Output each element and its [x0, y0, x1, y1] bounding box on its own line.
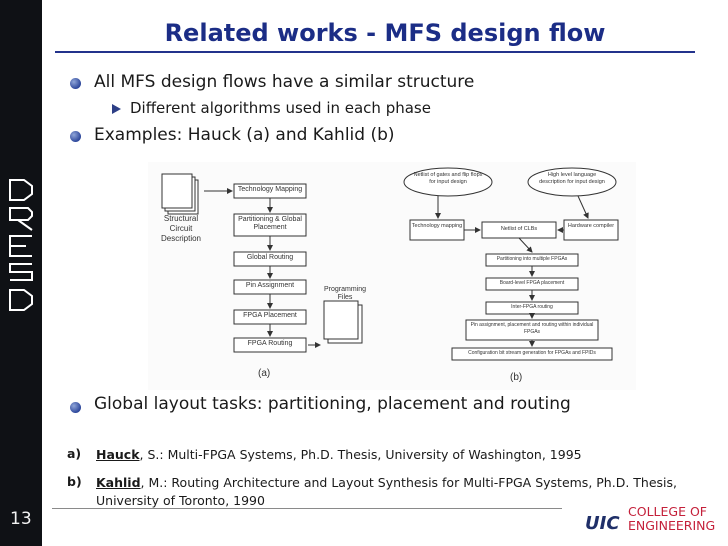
- fig-a-step-label: FPGA Routing: [247, 340, 293, 347]
- fig-a-input-label: Structural Circuit Description: [160, 214, 201, 243]
- bullet-icon: [70, 78, 81, 89]
- reference-item: Kahlid, M.: Routing Architecture and Lay…: [96, 474, 696, 510]
- fig-b-node-label: Technology mapping: [411, 223, 463, 229]
- fig-b-step-label: Pin assignment, placement and routing wi…: [470, 322, 594, 335]
- bullet-icon: [70, 131, 81, 142]
- fig-a-step-label: Technology Mapping: [237, 186, 303, 193]
- fig-b-step-label: Inter-FPGA routing: [511, 304, 553, 310]
- slide-title: Related works - MFS design flow: [164, 19, 606, 47]
- fig-a-step-label: Partitioning & Global Placement: [238, 216, 302, 231]
- uic-logo-text: COLLEGE OF ENGINEERING: [628, 505, 715, 533]
- title-divider: [55, 51, 695, 53]
- sidebar: 13: [0, 0, 42, 546]
- design-flow-figure: Structural Circuit Description Technolog…: [148, 162, 636, 390]
- fig-b-step-label: Board-level FPGA placement: [499, 280, 565, 286]
- fig-b-input-label: High level language description for inpu…: [539, 172, 605, 185]
- sub-bullet-text: Different algorithms used in each phase: [130, 99, 431, 117]
- reference-author: Kahlid: [96, 475, 141, 490]
- page-number: 13: [10, 509, 32, 529]
- fig-a-caption: (a): [258, 368, 271, 379]
- fig-b-node-label: Netlist of CLBs: [500, 226, 538, 232]
- reference-details: , S.: Multi-FPGA Systems, Ph.D. Thesis, …: [139, 447, 582, 462]
- footer-divider: [52, 508, 562, 509]
- fig-a-output-label: Programming Files: [323, 286, 366, 301]
- reference-letter: b): [67, 474, 82, 489]
- sub-bullet-icon: [112, 104, 121, 114]
- fig-a-step-label: Global Routing: [246, 254, 294, 261]
- reference-letter: a): [67, 446, 82, 461]
- fig-b-step-label: Partitioning into multiple FPGAs: [496, 256, 568, 262]
- reference-details: , M.: Routing Architecture and Layout Sy…: [96, 475, 677, 508]
- fig-b-input-label: Netlist of gates and flip flops for inpu…: [413, 172, 483, 185]
- fig-b-step-label: Configuration bit stream generation for …: [468, 350, 596, 356]
- figure-drawing: [148, 162, 636, 390]
- reference-item: Hauck, S.: Multi-FPGA Systems, Ph.D. The…: [96, 446, 696, 464]
- dresd-logo: [9, 179, 33, 311]
- bullet-text: Examples: Hauck (a) and Kahlid (b): [94, 125, 395, 145]
- uic-logo-line2: ENGINEERING: [628, 518, 716, 533]
- fig-a-step-label: FPGA Placement: [243, 312, 297, 319]
- bullet-text: All MFS design flows have a similar stru…: [94, 72, 475, 92]
- reference-author: Hauck: [96, 447, 140, 462]
- uic-logo-line1: COLLEGE OF: [628, 504, 707, 519]
- figure-b: [403, 167, 619, 361]
- uic-logo-mark: UIC: [585, 513, 620, 534]
- figure-a: [161, 173, 363, 353]
- fig-b-node-label: Hardware compiler: [567, 223, 615, 229]
- fig-b-caption: (b): [510, 372, 523, 383]
- bullet-icon: [70, 402, 81, 413]
- fig-a-step-label: Pin Assignment: [245, 282, 295, 289]
- bullet-text: Global layout tasks: partitioning, place…: [94, 394, 571, 414]
